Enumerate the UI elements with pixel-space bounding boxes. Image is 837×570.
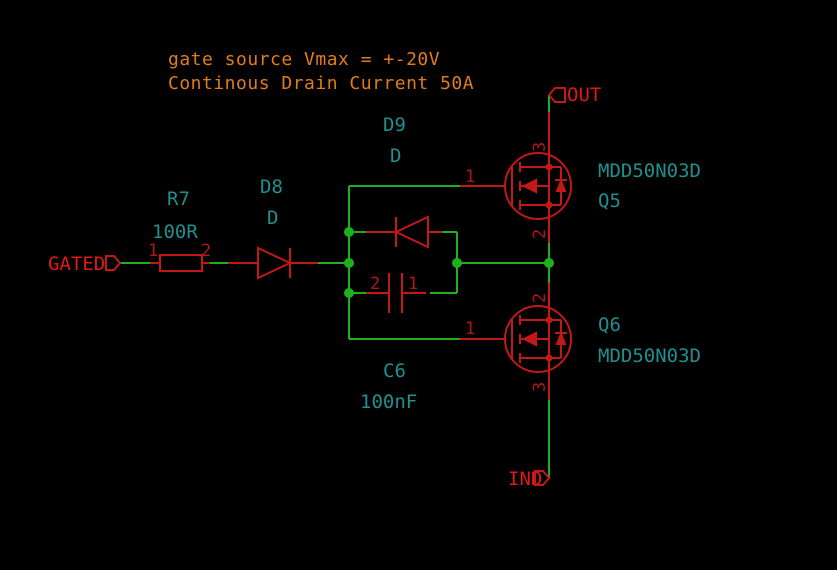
wires [120,95,550,478]
c6-pin2: 2 [370,274,380,294]
junction-dot [344,258,354,268]
mosfet-q6[interactable]: Q6 MDD50N03D 1 2 3 [460,283,701,400]
input-port-icon [105,255,122,271]
diode-icon [393,215,429,249]
q5-ref: Q5 [598,190,621,212]
label-gated[interactable]: GATED [48,253,122,275]
output-port-icon [547,87,566,103]
q6-dot [545,316,553,324]
label-ind[interactable]: IND [508,468,551,490]
label-gated-text: GATED [48,253,105,275]
q6-value: MDD50N03D [598,345,701,367]
junction-dot [452,258,462,268]
q5-dot [545,201,553,209]
d9-value: D [390,145,401,167]
c6-ref: C6 [383,360,406,382]
q5-pin-source: 2 [530,229,550,239]
mosfet-q5[interactable]: Q5 MDD50N03D 1 3 2 [460,112,701,243]
q5-pin-drain: 3 [530,142,550,152]
diode-d9[interactable]: D9 D [366,114,442,249]
d9-ref: D9 [383,114,406,136]
junctions [344,227,554,298]
q6-pin-source: 3 [530,382,550,392]
note-drain-current: Continous Drain Current 50A [168,73,474,94]
c6-value: 100nF [360,391,417,413]
junction-dot [544,258,554,268]
arrow-icon [521,331,537,347]
q6-ref: Q6 [598,314,621,336]
junction-dot [344,227,354,237]
d8-value: D [267,207,278,229]
junction-dot [344,288,354,298]
q6-dot [545,354,553,362]
input-port-icon [534,470,551,486]
label-out[interactable]: OUT [547,84,601,106]
label-out-text: OUT [567,84,601,106]
mosfet-icon [504,152,572,220]
r7-pin1: 1 [148,241,158,261]
r7-ref: R7 [167,188,190,210]
d8-ref: D8 [260,176,283,198]
q5-dot [545,163,553,171]
q5-value: MDD50N03D [598,160,701,182]
r7-value: 100R [152,221,198,243]
q6-pin-drain: 2 [530,293,550,303]
r7-pin2: 2 [201,241,211,261]
label-ind-text: IND [508,468,542,490]
c6-pin1: 1 [408,274,418,294]
mosfet-icon [504,305,572,373]
diode-d8[interactable]: D8 D [228,176,318,280]
diode-icon [257,246,293,280]
resistor-icon [159,254,203,272]
note-vmax: gate source Vmax = +-20V [168,49,440,70]
capacitor-c6[interactable]: 2 1 C6 100nF [360,273,426,413]
arrow-icon [521,178,537,194]
q6-pin-gate: 1 [465,319,475,339]
q5-pin-gate: 1 [465,167,475,187]
resistor-r7[interactable]: R7 100R 1 2 [148,188,211,272]
